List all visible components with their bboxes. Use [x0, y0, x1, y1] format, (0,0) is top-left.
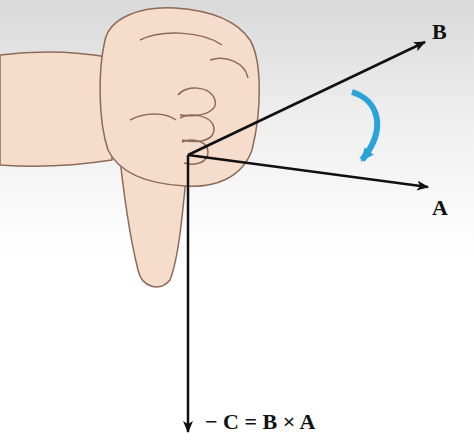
vector-label: B	[432, 20, 447, 44]
vector-label: A	[432, 196, 448, 220]
vector-minus-c	[187, 155, 190, 432]
vector-b	[188, 42, 425, 155]
hand	[0, 8, 259, 287]
equation-label: − C = B × A	[205, 410, 315, 434]
rotation-arrow	[352, 92, 377, 160]
vector-a	[188, 155, 428, 187]
